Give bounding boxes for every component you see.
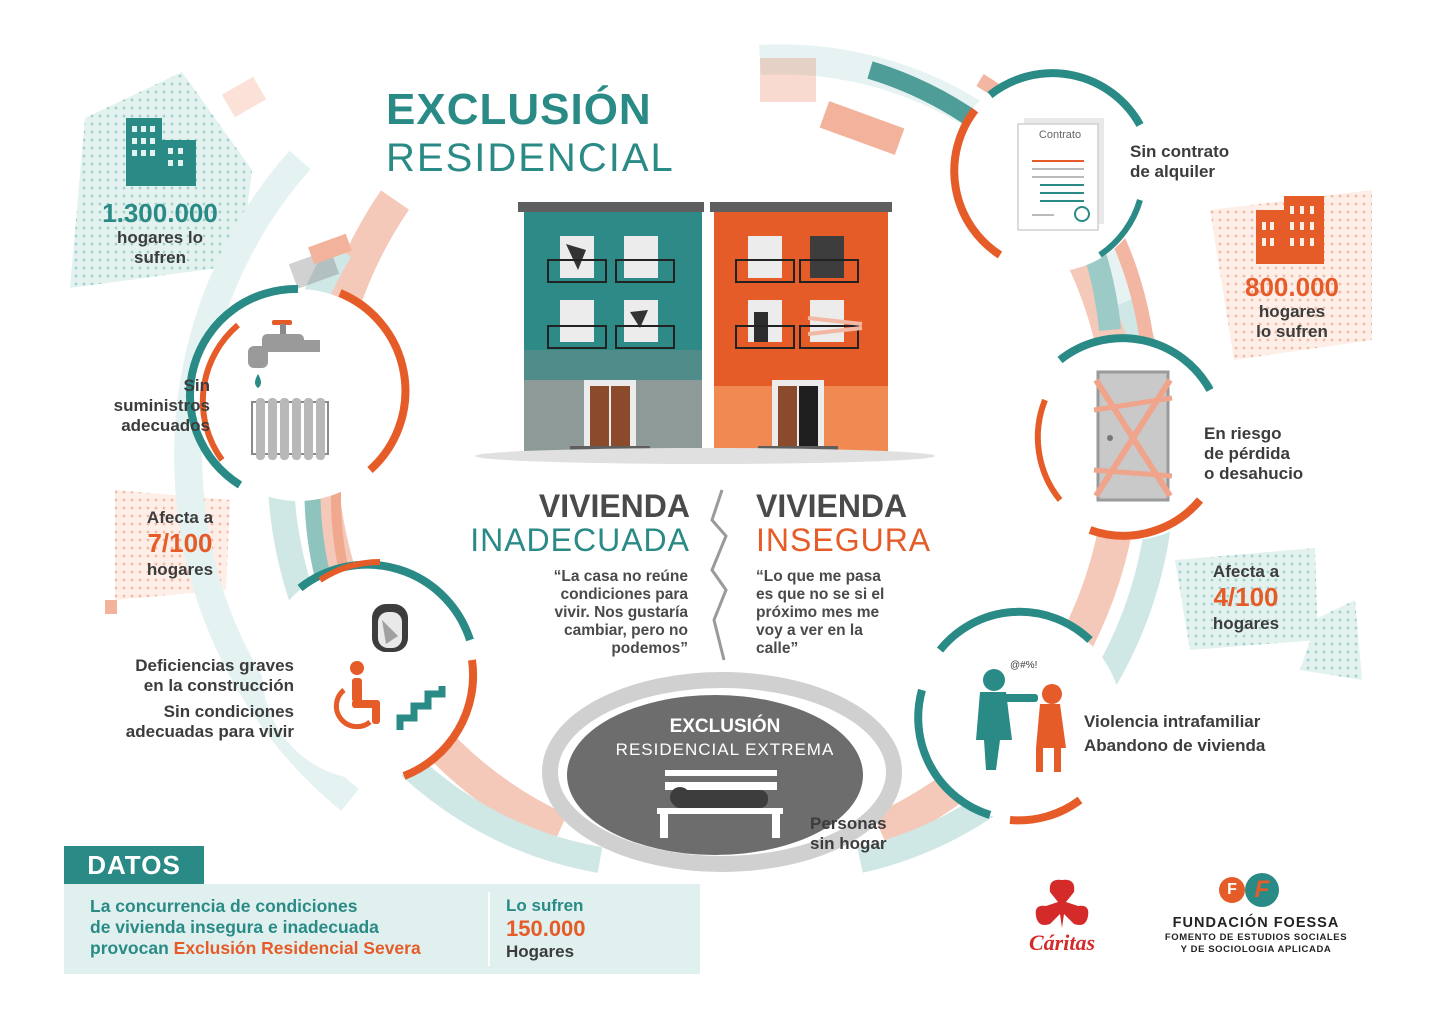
foessa-letter-1: F [1227,881,1237,898]
right-item-eviction-line1: En riesgo [1204,424,1282,443]
quote-right-line5: calle” [756,640,799,657]
deco-block-5 [819,101,905,155]
bench-icon [657,770,783,838]
right-item-contract-line1: Sin contrato [1130,142,1230,161]
aggressor-icon [976,669,1038,770]
datos-separator [488,892,490,966]
stat-left-top-line2: sufren [134,248,186,267]
vivienda-left-heading1: VIVIENDA [538,488,690,524]
stat-right-mid-line2: hogares [1212,614,1280,633]
lightning-separator [710,489,728,661]
right-item-eviction-line2: de pérdida [1204,444,1290,463]
stairs-icon [396,686,446,730]
extreme-ring-outer [542,672,902,872]
quote-right-line1: “Lo que me pasa [756,568,881,585]
quote-right-line4: voy a ver en la [756,622,863,639]
building-inadequate [518,202,704,452]
circle-left-supplies [185,284,410,501]
stat-left-mid-number: 7/100 [147,528,213,558]
circle-right-violence [914,607,1122,825]
foessa-logo-sub2: Y DE SOCIOLOGIA APLICADA [1180,944,1332,955]
datos-panel [64,884,700,974]
stat-left-mid-line1: Afecta a [146,508,214,527]
left-item-construction-line2: en la construcción [143,676,294,695]
left-item-supplies-line1: Sin [183,376,210,395]
stat-right-mid-number: 4/100 [1213,582,1279,612]
vivienda-right-heading2: INSEGURA [756,522,932,558]
contract-label: Contrato [1038,129,1082,141]
right-item-contract-line2: de alquiler [1130,162,1216,181]
page-title-line2: RESIDENCIAL [386,136,675,180]
contract-icon [1017,118,1104,231]
stat-right-top-number: 800.000 [1245,272,1339,302]
caritas-logo-text: Cáritas [1028,930,1096,955]
datos-line3: provocan Exclusión Residencial Severa [90,938,490,959]
stat-right-top-line1: hogares [1258,302,1326,321]
quote-left-line4: cambiar, pero no [563,622,688,639]
buildings-shadow [475,448,935,464]
stat-left-top-line1: hogares lo [117,228,203,247]
datos-line1: La concurrencia de condiciones [90,896,358,916]
quote-right-line3: próximo mes me [756,604,880,621]
foessa-logo-sub1: FOMENTO DE ESTUDIOS SOCIALES [1164,932,1348,943]
datos-tab: DATOS [64,846,204,884]
left-item-construction-line4: adecuadas para vivir [125,722,294,741]
extreme-caption-line2: sin hogar [810,834,887,853]
victim-icon [1036,684,1066,772]
deco-block-4 [760,58,816,102]
page-title-line1: EXCLUSIÓN [386,85,652,134]
extreme-title-line1: EXCLUSIÓN [669,716,781,737]
right-item-violence-line2: Abandono de vivienda [1084,736,1266,755]
stat-right-mid-line1: Afecta a [1212,562,1280,581]
foessa-letter-2: F [1254,876,1270,903]
extreme-title-line2: RESIDENCIAL EXTREMA [615,740,835,759]
extreme-caption-line1: Personas [810,814,887,833]
left-item-construction-line1: Deficiencias graves [135,656,294,675]
sealed-door-icon [1093,370,1173,502]
quote-left-line3: vivir. Nos gustaría [554,604,688,621]
stat-left-top-number: 1.300.000 [102,198,218,228]
quote-left-line5: podemos” [611,640,688,657]
dotted-fan-right-edge [1300,600,1362,680]
stat-right-top-line2: lo sufren [1256,322,1328,341]
foessa-logo-icon [1219,873,1279,907]
datos-line3-prefix: provocan [90,938,174,958]
building-icon-left [126,118,196,186]
right-item-violence-line1: Violencia intrafamiliar [1084,712,1261,731]
left-item-construction-line3: Sin condiciones [163,702,294,721]
broken-window-icon [372,604,408,652]
dotted-fan-top-right [1210,190,1372,360]
datos-count: 150.000 [506,916,586,941]
foessa-logo-name: FUNDACIÓN FOESSA [1172,915,1340,931]
right-item-eviction-line3: o desahucio [1204,464,1304,483]
radiator-icon [251,398,329,460]
faucet-icon [248,320,320,388]
datos-hogares: Hogares [506,942,575,961]
datos-lo-sufren: Lo sufren [506,896,584,915]
deco-block-1 [221,76,267,118]
left-item-supplies-line2: suministros [113,396,210,415]
quote-left-line1: “La casa no reúne [553,568,688,585]
quote-left-line2: condiciones para [560,586,688,603]
left-item-supplies-line3: adecuados [121,416,210,435]
building-insecure [710,202,892,452]
vivienda-right-heading1: VIVIENDA [756,488,908,524]
quote-right-line2: es que no se si el [756,586,885,603]
datos-line3-highlight: Exclusión Residencial Severa [173,938,421,958]
curse-symbols: @#%! [1010,660,1038,671]
caritas-logo-icon [1035,879,1089,938]
circle-left-construction [262,559,478,780]
deco-block-3 [308,233,352,265]
datos-text: La concurrencia de condiciones de vivien… [90,896,490,959]
datos-line2: de vivienda insegura e inadecuada [90,917,379,937]
dotted-fan-mid-right [1175,548,1318,650]
vivienda-left-heading2: INADECUADA [470,522,690,558]
stat-left-mid-line2: hogares [146,560,214,579]
deco-block-6 [105,600,117,614]
building-icon-right [1256,196,1324,264]
wheelchair-icon [333,661,380,730]
